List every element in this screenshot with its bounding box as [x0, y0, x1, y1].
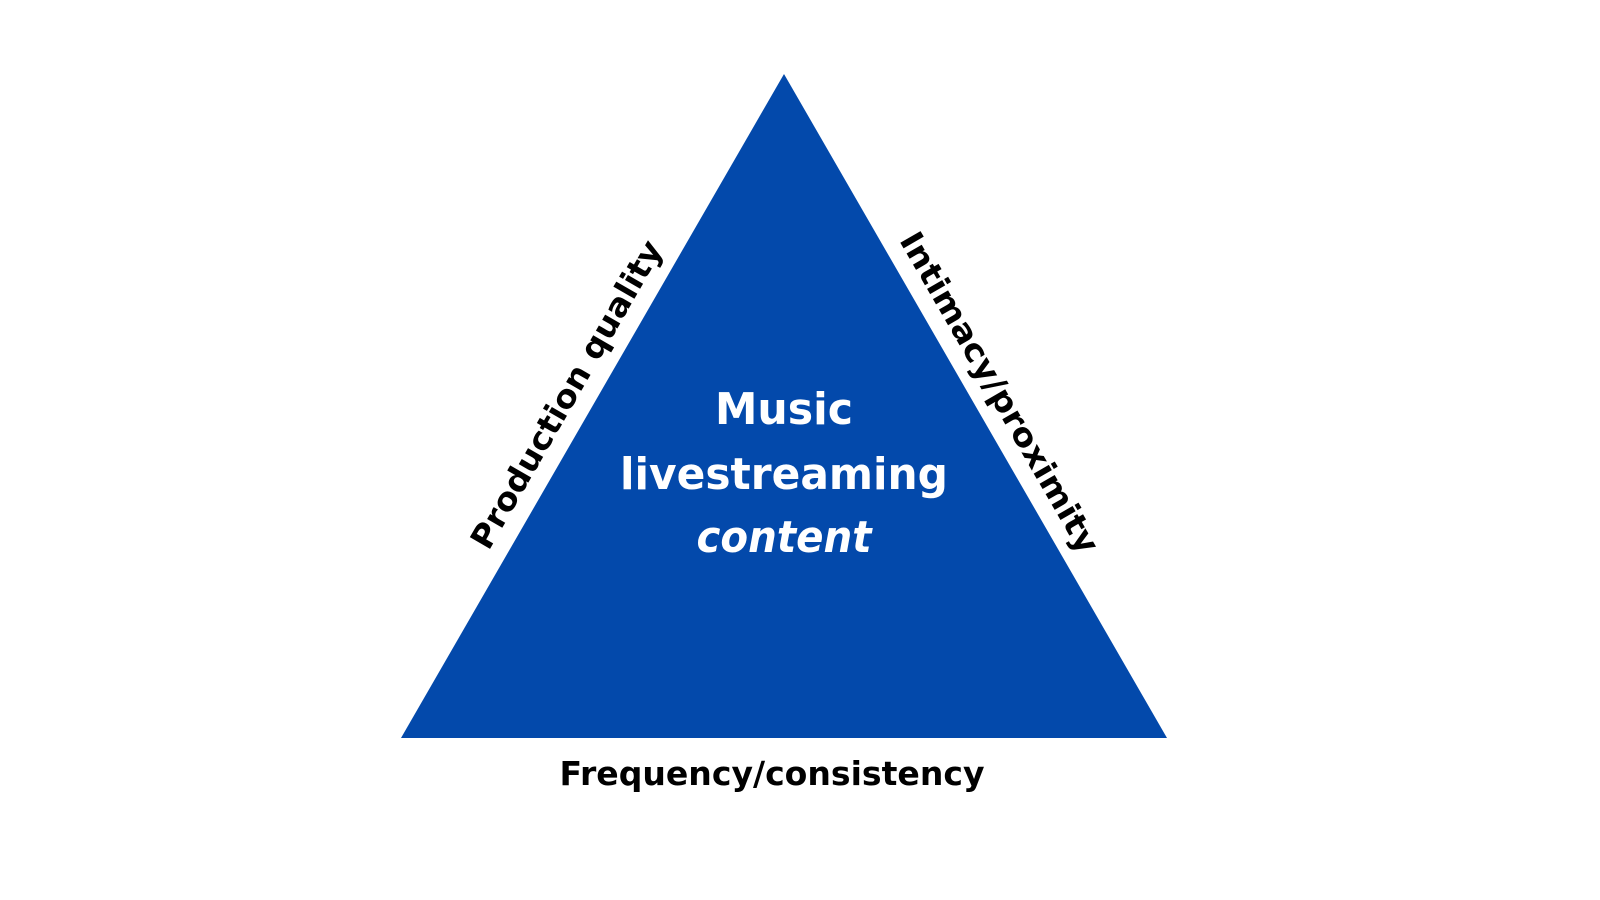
center-title-line-2: livestreaming: [620, 449, 948, 500]
center-title-line-3: content: [697, 512, 874, 563]
center-title-line-1: Music: [715, 384, 853, 435]
triangle: [401, 74, 1167, 738]
bottom-side-label: Frequency/consistency: [560, 754, 985, 793]
